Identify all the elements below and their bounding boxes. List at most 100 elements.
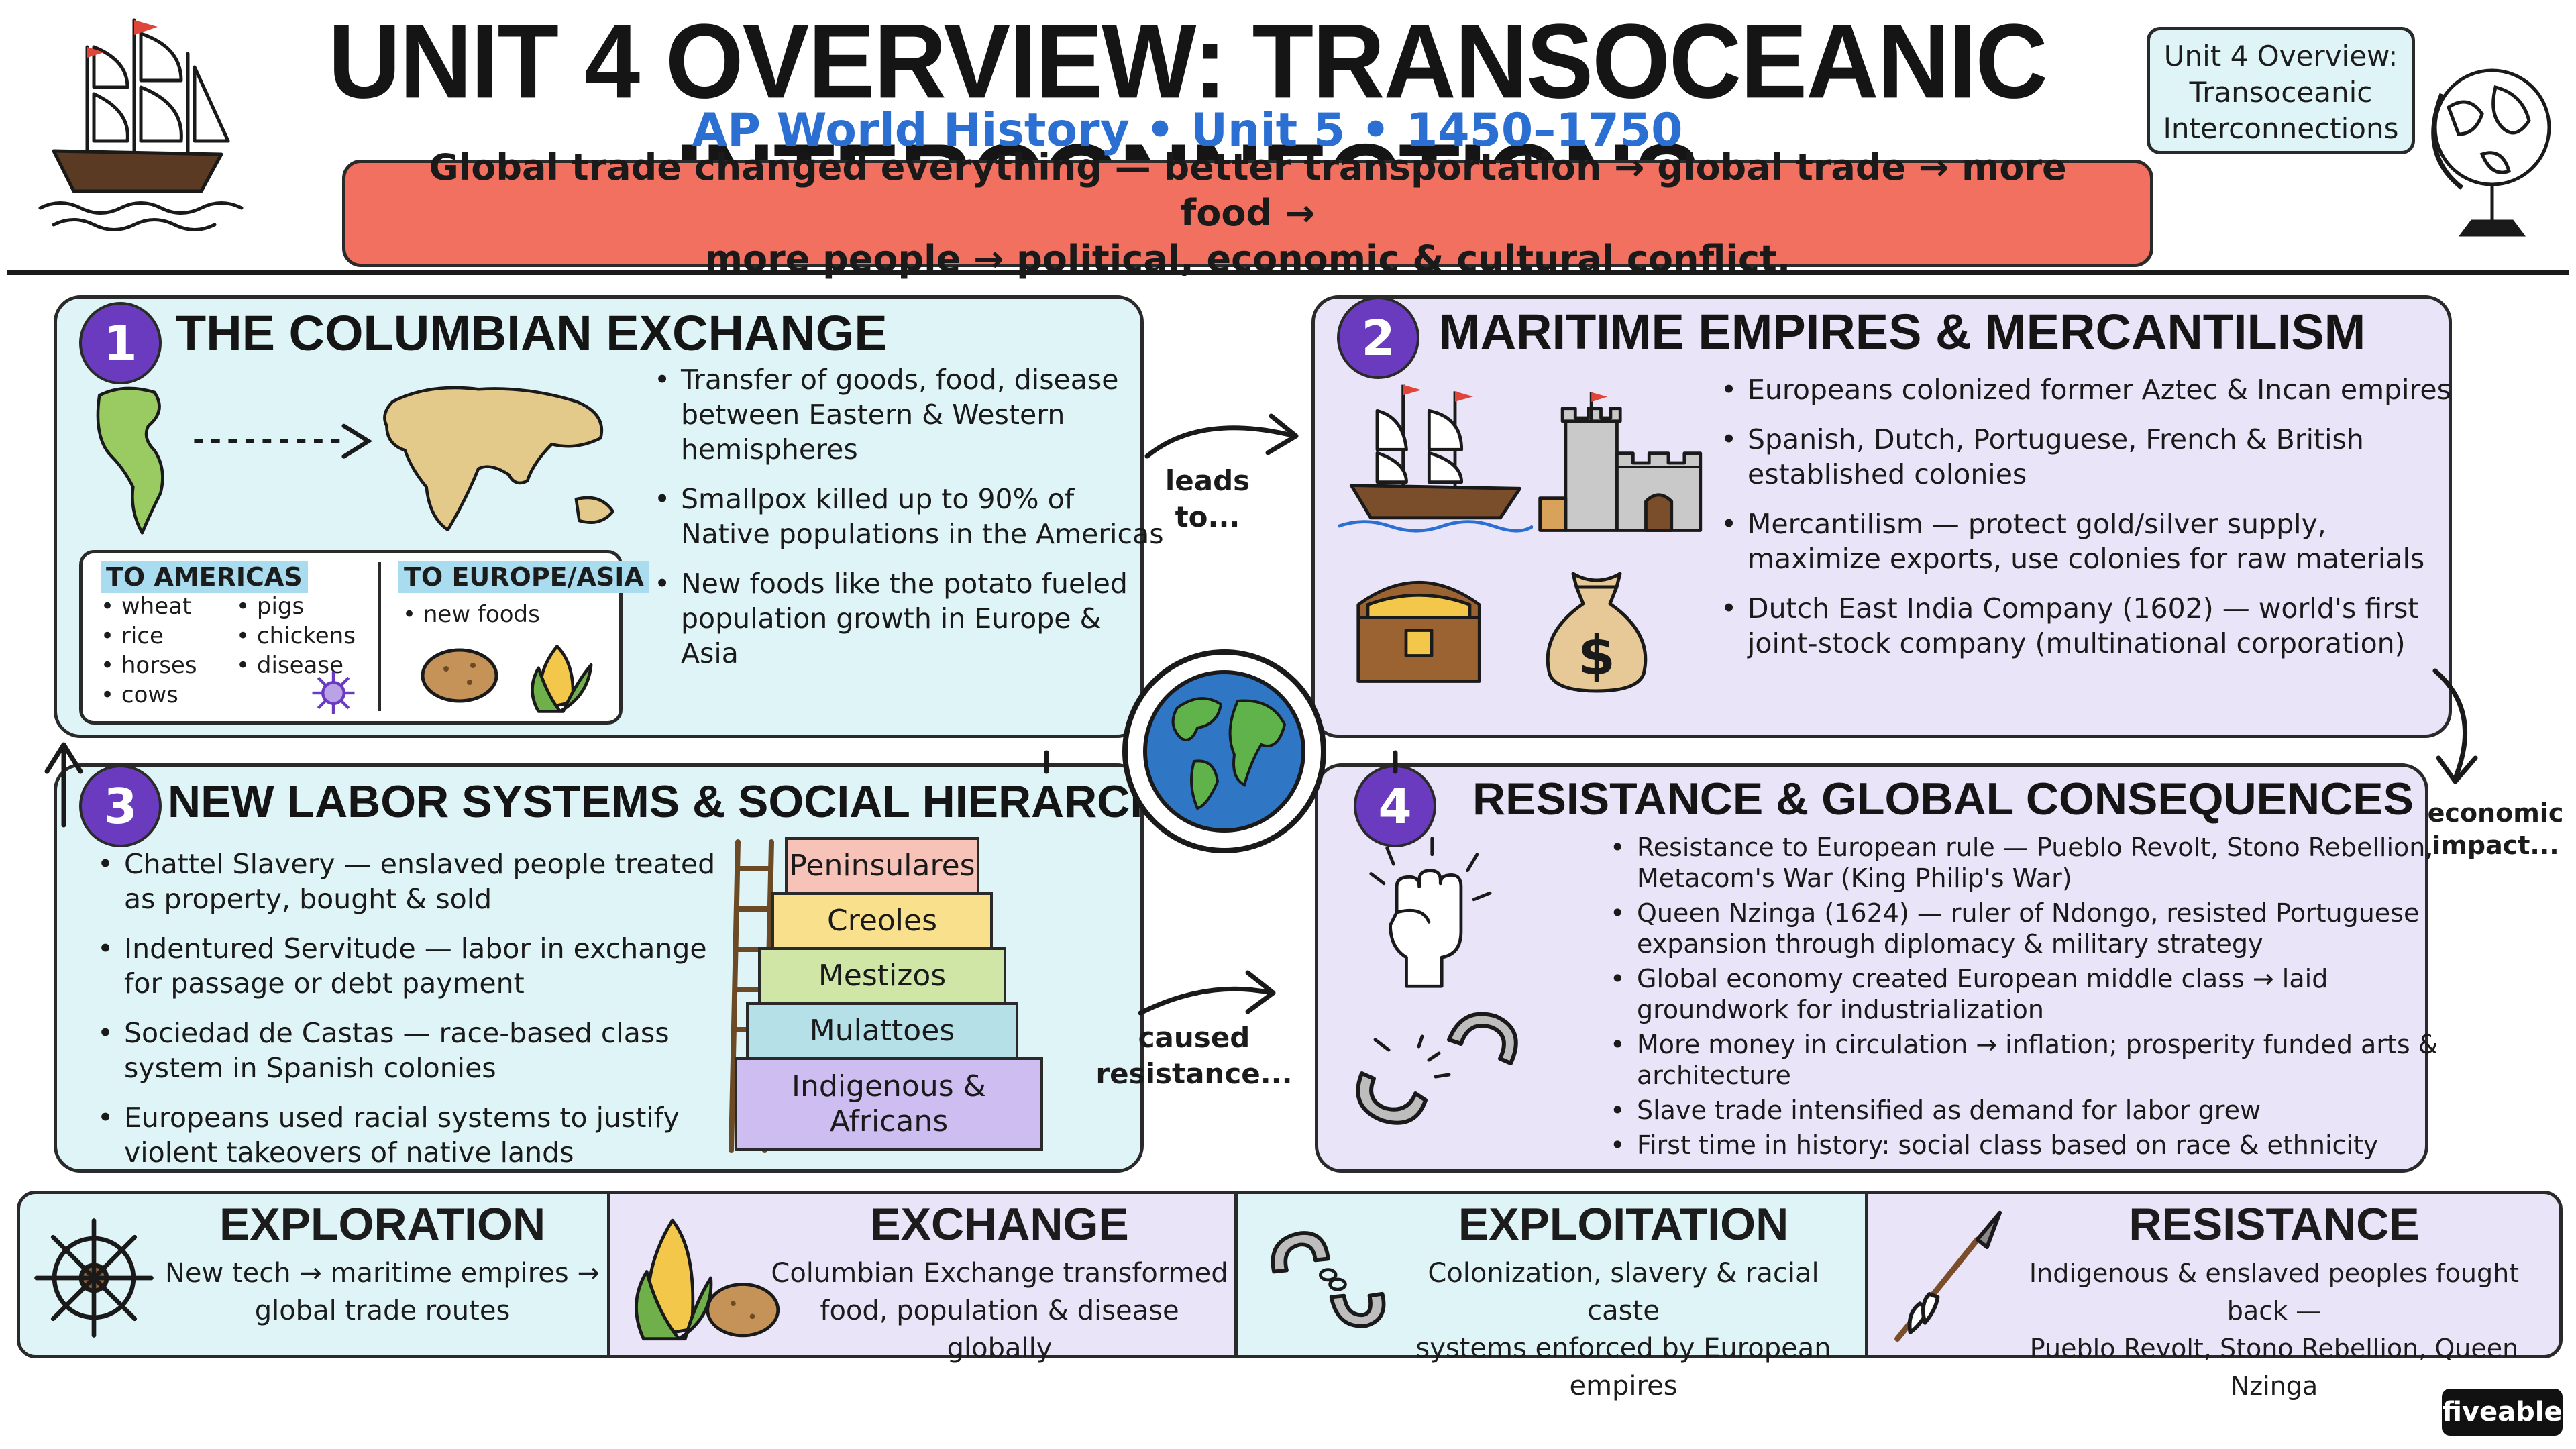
strip-line: New tech → maritime empires →	[165, 1258, 600, 1289]
unit-tag-line-3: Interconnections	[2163, 112, 2399, 145]
broken-chain-icon	[1356, 1012, 1518, 1125]
bullet-item: Dutch East India Company (1602) — world'…	[1721, 591, 2459, 661]
bullet-item: Spanish, Dutch, Portuguese, French & Bri…	[1721, 422, 2459, 492]
strip-line: Indigenous & enslaved peoples fought bac…	[2029, 1258, 2520, 1326]
list-item: pigs	[236, 592, 356, 621]
page-subtitle: AP World History • Unit 5 • 1450–1750	[692, 104, 1683, 157]
raised-fist-icon	[1369, 837, 1492, 988]
pyramid-tier-mulattoes: Mulattoes	[746, 1002, 1018, 1060]
pyramid-tier-peninsulares: Peninsulares	[785, 837, 979, 895]
list-item: chickens	[236, 621, 356, 651]
bullet-item: Europeans used racial systems to justify…	[97, 1100, 728, 1170]
strip-line: food, population & disease globally	[820, 1295, 1179, 1364]
list-item: rice	[101, 621, 197, 651]
bullet-item: Slave trade intensified as demand for la…	[1610, 1095, 2442, 1126]
bullet-item: Queen Nzinga (1624) — ruler of Ndongo, r…	[1610, 898, 2442, 959]
pyramid-tier-mestizos: Mestizos	[758, 947, 1006, 1005]
strip-exploration	[17, 1191, 610, 1358]
bullet-item: Global economy created European middle c…	[1610, 963, 2442, 1025]
panel-1-badge: 1	[79, 302, 162, 384]
list-item: disease	[236, 651, 356, 680]
to-americas-list-1: wheat rice horses cows	[101, 592, 197, 710]
leads-line-2: to...	[1175, 500, 1240, 533]
strip-text-exchange: Columbian Exchange transformed food, pop…	[765, 1254, 1234, 1367]
strip-text-resistance: Indigenous & enslaved peoples fought bac…	[1999, 1254, 2549, 1405]
caused-line-2: resistance...	[1095, 1057, 1293, 1090]
pyramid-tier-indigenous-africans: Indigenous & Africans	[735, 1057, 1043, 1151]
potato-icon	[421, 648, 498, 703]
shackles-icon	[1271, 1231, 1386, 1328]
list-item: new foods	[402, 600, 540, 629]
strip-title-resistance: RESISTANCE	[2129, 1199, 2420, 1250]
strip-line: Columbian Exchange transformed	[771, 1258, 1228, 1289]
sailing-ship-icon	[38, 18, 244, 231]
brand-logo: fiveable	[2442, 1389, 2563, 1436]
fort-icon	[1538, 392, 1703, 532]
world-map-icon	[96, 386, 614, 535]
panel-2-title: MARITIME EMPIRES & MERCANTILISM	[1439, 304, 2366, 360]
strip-text-exploration: New tech → maritime empires → global tra…	[161, 1254, 604, 1330]
corn-potato-icon	[635, 1218, 780, 1341]
connector-label-caused-resistance: caused resistance...	[1093, 1020, 1295, 1092]
pyramid-tier-creoles: Creoles	[771, 892, 993, 950]
panel-4-title: RESISTANCE & GLOBAL CONSEQUENCES	[1472, 773, 2414, 824]
panel-4-bullets: Resistance to European rule — Pueblo Rev…	[1610, 832, 2442, 1165]
strip-line: Colonization, slavery & racial caste	[1428, 1258, 1819, 1326]
bullet-item: Sociedad de Castas — race-based class sy…	[97, 1016, 728, 1085]
unit-tag: Unit 4 Overview: Transoceanic Interconne…	[2147, 27, 2415, 154]
connector-label-leads-to: leads to...	[1140, 463, 1275, 535]
unit-tag-line-2: Transoceanic	[2189, 76, 2373, 109]
summary-banner: Global trade changed everything — better…	[342, 146, 2153, 280]
center-globe-icon	[1122, 649, 1326, 853]
bullet-item: Transfer of goods, food, disease between…	[654, 362, 1164, 467]
galleon-icon	[1338, 384, 1533, 533]
ships-wheel-icon	[34, 1218, 154, 1338]
list-item: horses	[101, 651, 197, 680]
lists-divider	[378, 562, 381, 711]
caused-line-1: caused	[1138, 1021, 1250, 1054]
list-item: wheat	[101, 592, 197, 621]
svg-text:$: $	[1578, 625, 1615, 687]
panel-1-title: THE COLUMBIAN EXCHANGE	[176, 305, 888, 361]
bullet-item: First time in history: social class base…	[1610, 1130, 2442, 1161]
to-americas-list-2: pigs chickens disease	[236, 592, 356, 680]
header-divider	[7, 270, 2569, 275]
bullet-item: New foods like the potato fueled populat…	[654, 566, 1164, 671]
money-bag-icon: $	[1546, 572, 1648, 693]
desk-globe-icon	[2431, 68, 2551, 237]
strip-line: Pueblo Revolt, Stono Rebellion, Queen Nz…	[2029, 1334, 2519, 1401]
strip-resistance	[1865, 1191, 2563, 1358]
virus-icon	[312, 672, 355, 714]
treasure-chest-icon	[1356, 581, 1481, 683]
strip-text-exploitation: Colonization, slavery & racial caste sys…	[1389, 1254, 1858, 1405]
bullet-item: Indentured Servitude — labor in exchange…	[97, 931, 728, 1001]
panel-2-bullets: Europeans colonized former Aztec & Incan…	[1721, 372, 2459, 676]
panel-2-badge: 2	[1337, 297, 1419, 379]
panel-3-title: NEW LABOR SYSTEMS & SOCIAL HIERARCHIES	[168, 776, 1237, 827]
strip-line: systems enforced by European empires	[1415, 1333, 1831, 1401]
panel-3-bullets: Chattel Slavery — enslaved people treate…	[97, 847, 728, 1185]
unit-tag-line-1: Unit 4 Overview:	[2163, 40, 2398, 72]
to-europe-list: new foods	[402, 600, 540, 629]
connector-label-economic-impact: economic impact...	[2425, 797, 2566, 861]
bullet-item: Chattel Slavery — enslaved people treate…	[97, 847, 728, 916]
bullet-item: Resistance to European rule — Pueblo Rev…	[1610, 832, 2442, 894]
economic-line-1: economic	[2427, 798, 2564, 828]
to-americas-heading: TO AMERICAS	[101, 561, 308, 593]
strip-title-exploitation: EXPLOITATION	[1458, 1199, 1789, 1250]
panel-3-badge: 3	[79, 765, 162, 847]
leads-line-1: leads	[1165, 464, 1250, 497]
corn-icon	[531, 645, 593, 713]
strip-title-exchange: EXCHANGE	[870, 1199, 1129, 1250]
strip-title-exploration: EXPLORATION	[219, 1199, 546, 1250]
banner-line-1: Global trade changed everything — better…	[429, 146, 2067, 234]
strip-exploitation	[1234, 1191, 1868, 1358]
economic-line-2: impact...	[2432, 830, 2559, 860]
bullet-item: Smallpox killed up to 90% of Native popu…	[654, 482, 1164, 551]
strip-exchange	[607, 1191, 1238, 1358]
strip-line: global trade routes	[254, 1295, 511, 1326]
panel-1-bullets: Transfer of goods, food, disease between…	[654, 362, 1164, 686]
list-item: cows	[101, 680, 197, 710]
to-europe-heading: TO EUROPE/ASIA	[398, 561, 649, 593]
spear-icon	[1894, 1210, 2002, 1342]
